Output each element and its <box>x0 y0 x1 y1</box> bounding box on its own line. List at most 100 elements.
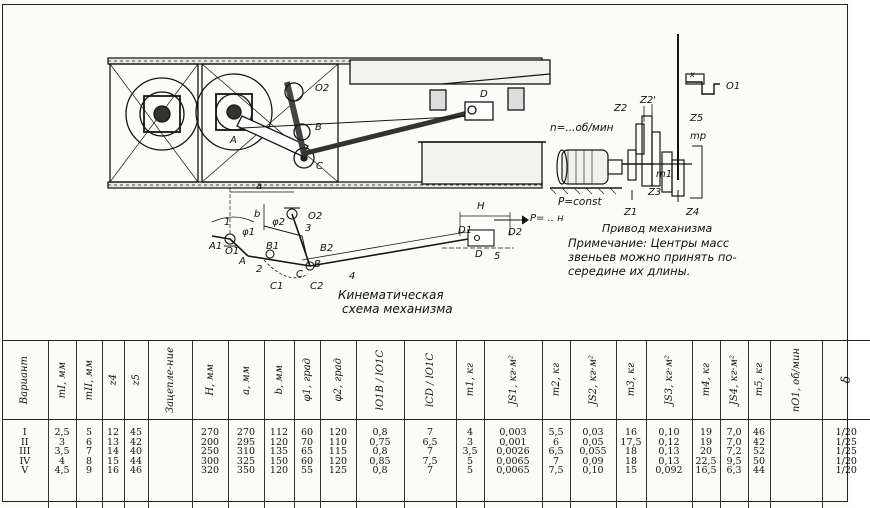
drive-caption: Привод механизма <box>602 222 712 235</box>
label-5: 5 <box>494 252 500 262</box>
label-h-dim: H <box>477 202 485 212</box>
table-cell: V <box>2 466 48 476</box>
table-cell: 0,092 <box>647 466 692 476</box>
header-z4: z4 <box>108 374 119 386</box>
label-z2: Z2 <box>614 104 627 114</box>
header-h: H, мм <box>205 364 216 396</box>
label-a-top: A <box>230 136 237 146</box>
header-phi2: φ2, град <box>333 358 344 401</box>
document-page: O2 B A C D a b H A1 O1 A 2 C1 C C2 B B2 … <box>0 0 852 506</box>
label-2: 2 <box>256 265 262 275</box>
table-cell: 0,0065 <box>485 466 542 476</box>
label-z5: Z5 <box>690 114 703 124</box>
table-cell: 120 <box>265 466 294 476</box>
header-lob-loc: lO1B / lO1C <box>375 350 386 410</box>
table-cell <box>149 438 192 448</box>
table-cell: 1/20 <box>823 466 870 476</box>
header-js1: JS1, кг·м² <box>508 355 519 405</box>
label-b: B <box>314 260 321 270</box>
header-js2: JS2, кг·м² <box>588 355 599 405</box>
note-line1: Примечание: Центры масс <box>568 236 729 250</box>
header-js3: JS3, кг·м² <box>664 355 675 405</box>
header-js4: JS4, кг·м² <box>729 355 740 405</box>
table-cell: 4,5 <box>49 466 76 476</box>
header-delta: δ <box>841 376 852 383</box>
label-mp: mр <box>690 132 706 142</box>
header-b: b, мм <box>274 365 285 394</box>
label-b-dim: b <box>254 210 260 220</box>
header-m1: mI, мм <box>57 362 68 398</box>
table-cell: 46 <box>125 466 148 476</box>
label-b1: B1 <box>266 242 279 252</box>
table-cell: 6,3 <box>721 466 748 476</box>
label-m1: m1 <box>656 170 672 180</box>
table-cell: 55 <box>295 466 320 476</box>
table-cell <box>149 428 192 438</box>
label-b2: B2 <box>320 244 333 254</box>
table-cell <box>771 457 822 467</box>
label-d2: D2 <box>508 228 522 238</box>
label-z1: Z1 <box>624 208 637 218</box>
label-x-drive: x <box>690 70 695 80</box>
label-a: A <box>239 257 246 267</box>
label-b-top: B <box>315 123 322 133</box>
table-cell: 320 <box>193 466 228 476</box>
table-cell <box>771 466 822 476</box>
label-o2: O2 <box>308 212 322 222</box>
label-z2-prime: Z2' <box>640 96 656 106</box>
label-phi1: φ1 <box>242 228 255 238</box>
kinematic-caption-line2: схема механизма <box>342 302 453 316</box>
label-o2-top: O2 <box>315 84 329 94</box>
label-c: C <box>296 270 303 280</box>
mechanism-figure: O2 B A C D a b H A1 O1 A 2 C1 C C2 B B2 … <box>2 4 848 340</box>
header-z5: z5 <box>131 374 142 386</box>
header-m4-mass: m4, кг <box>701 363 712 396</box>
table-cell <box>771 438 822 448</box>
table-cell: 44 <box>749 466 770 476</box>
header-m1-mass: m1, кг <box>465 363 476 396</box>
header-m3-mass: m3, кг <box>626 363 637 396</box>
table-header-row: Вариант mI, мм mII, мм z4 z5 Зацепле-ние… <box>2 341 870 420</box>
header-lcd-loc: lCD / lO1C <box>425 353 436 407</box>
header-m5-mass: m5, кг <box>754 363 765 396</box>
kinematic-caption-line1: Кинематическая <box>338 288 444 302</box>
label-o1: O1 <box>225 247 239 257</box>
label-3: 3 <box>305 224 311 234</box>
table-cell: 125 <box>321 466 356 476</box>
header-phi1: φ1, град <box>302 358 313 401</box>
parameters-table: Вариант mI, мм mII, мм z4 z5 Зацепле-ние… <box>2 340 870 508</box>
note-line2: звеньев можно принять по- <box>568 250 737 264</box>
table-cell: 0,8 <box>357 466 404 476</box>
header-m2-mass: m2, кг <box>551 363 562 396</box>
table-cell: 16 <box>103 466 124 476</box>
table-cell: 9 <box>77 466 102 476</box>
table-cell: 0,10 <box>571 466 616 476</box>
label-d-top: D <box>480 90 488 100</box>
label-z4: Z4 <box>686 208 699 218</box>
machine-frame-drawing <box>108 58 550 188</box>
header-m2: mII, мм <box>84 360 95 400</box>
table-cell: 7,5 <box>543 466 570 476</box>
label-a1: A1 <box>209 242 222 252</box>
